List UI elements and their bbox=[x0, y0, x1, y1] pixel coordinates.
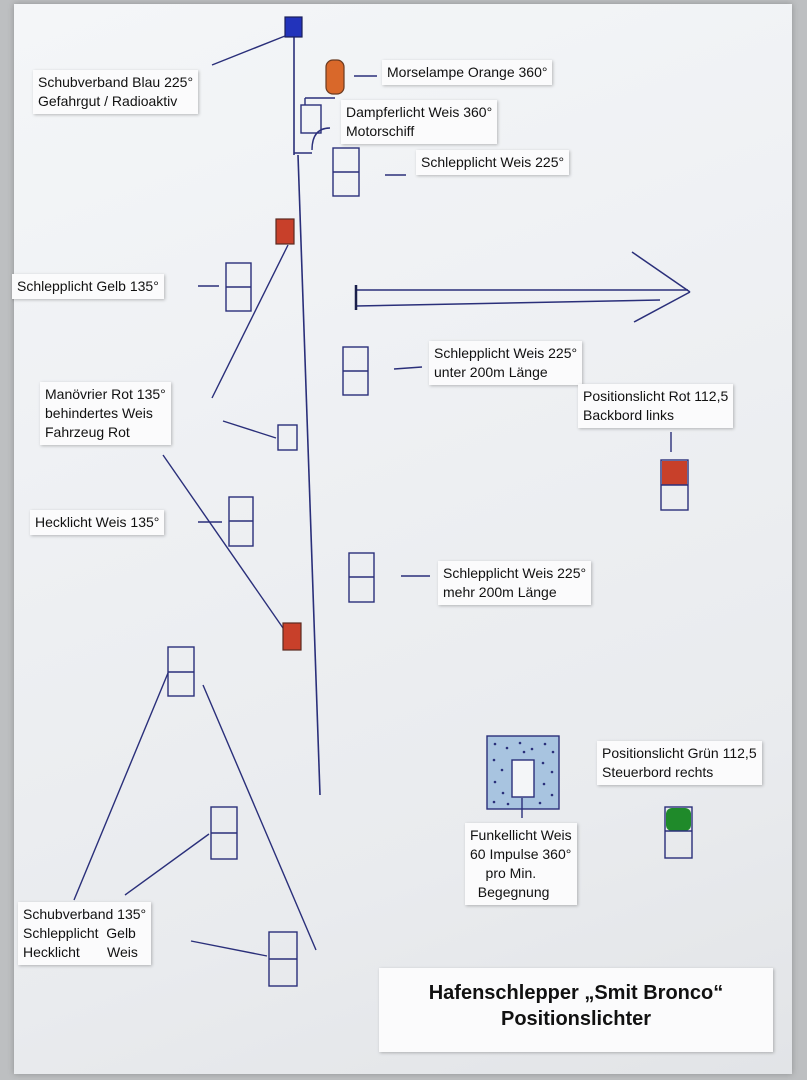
label-schlepplicht-weis-225-top: Schlepplicht Weis 225° bbox=[416, 150, 570, 175]
label-schlepplicht-unter: Schlepplicht Weis 225° unter 200m Länge bbox=[429, 341, 583, 385]
label-line: Gefahrgut / Radioaktiv bbox=[38, 93, 178, 109]
label-line: mehr 200m Länge bbox=[443, 584, 557, 600]
label-line: behindertes Weis bbox=[45, 405, 153, 421]
arrow-head-upper bbox=[631, 251, 691, 293]
pointer-blue bbox=[211, 35, 286, 66]
label-line: Hecklicht Weis 135° bbox=[35, 514, 160, 530]
label-schlepplicht-mehr: Schlepplicht Weis 225° mehr 200m Länge bbox=[438, 561, 592, 605]
pointer-manoevrier-rot bbox=[162, 454, 284, 629]
paper-sheet bbox=[14, 4, 792, 1074]
label-funkellicht: Funkellicht Weis 60 Impulse 360° pro Min.… bbox=[465, 823, 577, 905]
blue-light bbox=[284, 16, 303, 38]
pos-rot-light bbox=[662, 461, 687, 485]
pointer-unter bbox=[393, 366, 423, 370]
pointer-manoevrier-weis bbox=[222, 420, 277, 439]
label-line: Backbord links bbox=[583, 407, 675, 423]
label-line: Schlepplicht Weis 225° bbox=[443, 565, 587, 581]
label-line: Positionslicht Grün 112,5 bbox=[602, 745, 757, 761]
label-line: Positionslicht Rot 112,5 bbox=[583, 388, 729, 404]
pointer-hecklicht-bottom bbox=[190, 940, 268, 957]
label-line: Schlepplicht Weis 225° bbox=[434, 345, 578, 361]
morse-lamp-orange bbox=[325, 59, 345, 95]
pointer-schubverband-left bbox=[73, 672, 169, 901]
manoevrier-weis-box bbox=[277, 424, 298, 451]
label-line: Hecklicht Weis bbox=[23, 944, 138, 960]
label-line: unter 200m Länge bbox=[434, 364, 548, 380]
pointer-schubverband-right bbox=[202, 684, 317, 951]
label-schubverband-blau: Schubverband Blau 225° Gefahrgut / Radioa… bbox=[33, 70, 199, 114]
pos-gruen-box bbox=[664, 806, 693, 859]
arrow-head-lower bbox=[633, 291, 691, 323]
label-line: Schlepplicht Weis 225° bbox=[421, 154, 565, 170]
dampferlicht-box bbox=[300, 104, 322, 134]
funkellicht-symbol bbox=[486, 735, 560, 810]
title-line-2: Positionslichter bbox=[500, 1008, 652, 1030]
label-line: Morselampe Orange 360° bbox=[387, 64, 548, 80]
label-line: Schlepplicht Gelb bbox=[23, 925, 136, 941]
pointer-gelb-bottom bbox=[124, 833, 210, 896]
label-line: Steuerbord rechts bbox=[602, 764, 714, 780]
label-morselampe: Morselampe Orange 360° bbox=[382, 60, 553, 85]
label-line: Begegnung bbox=[470, 884, 550, 900]
label-schlepplicht-gelb: Schlepplicht Gelb 135° bbox=[12, 274, 164, 299]
arrow-shaft-lower bbox=[355, 299, 661, 307]
red-light-top bbox=[275, 218, 295, 245]
label-line: Manövrier Rot 135° bbox=[45, 386, 166, 402]
label-line: pro Min. bbox=[470, 865, 537, 881]
label-line: Dampferlicht Weis 360° bbox=[346, 104, 493, 120]
label-line: Schubverband Blau 225° bbox=[38, 74, 194, 90]
label-line: Funkellicht Weis bbox=[470, 827, 572, 843]
label-line: Motorschiff bbox=[346, 123, 415, 139]
title-line-1: Hafenschlepper „Smit Bronco“ bbox=[428, 982, 724, 1004]
diagram-title: Hafenschlepper „Smit Bronco“ Positionsli… bbox=[379, 968, 773, 1052]
label-line: Schubverband 135° bbox=[23, 906, 147, 922]
pos-gruen-light bbox=[666, 808, 691, 831]
pointer-red-top bbox=[211, 244, 289, 399]
label-dampferlicht: Dampferlicht Weis 360° Motorschiff bbox=[341, 100, 498, 144]
label-line: Schlepplicht Gelb 135° bbox=[17, 278, 159, 294]
label-line: 60 Impulse 360° bbox=[470, 846, 572, 862]
main-mast-line bbox=[297, 154, 321, 796]
label-hecklicht: Hecklicht Weis 135° bbox=[30, 510, 165, 535]
label-line: Fahrzeug Rot bbox=[45, 424, 130, 440]
red-light-bottom bbox=[282, 622, 302, 651]
